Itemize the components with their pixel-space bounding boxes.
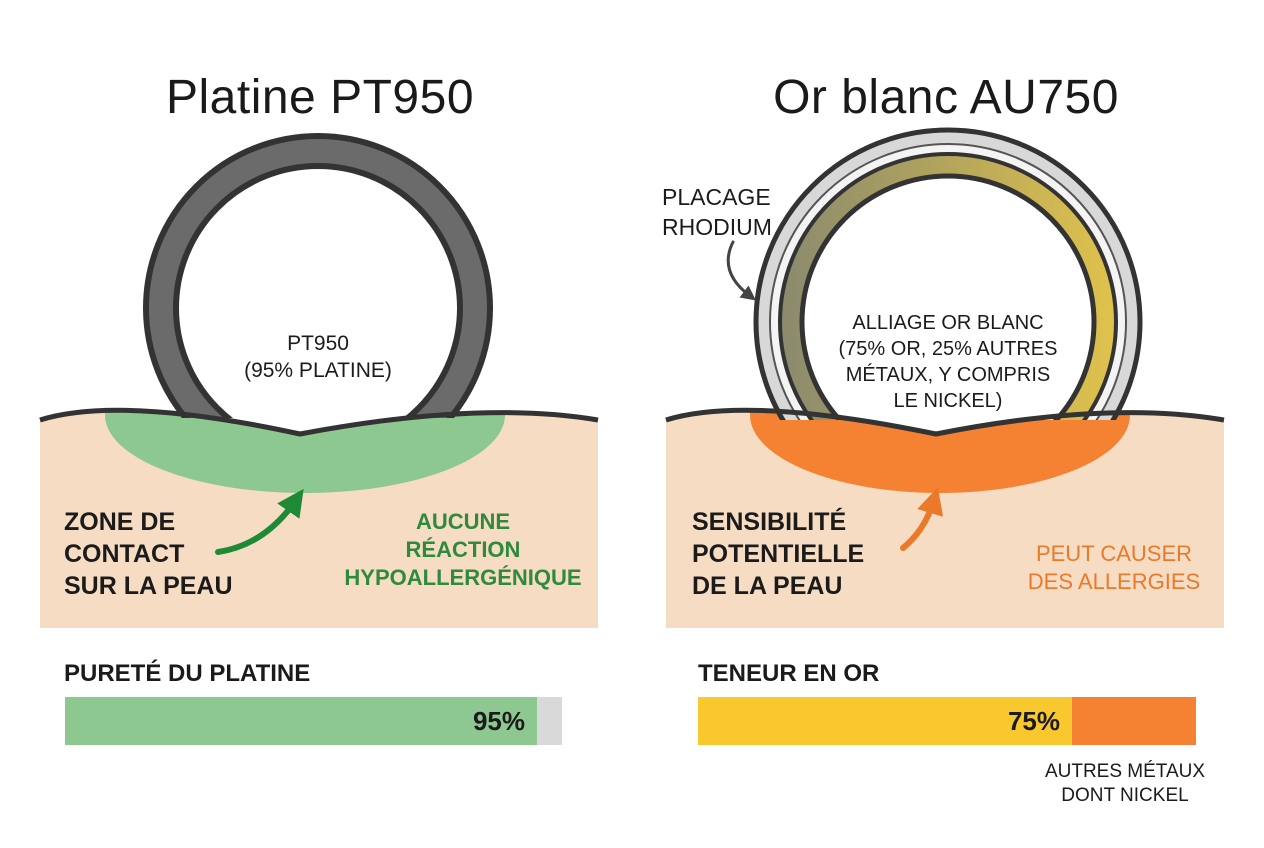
contact-label-line: ZONE DE: [64, 508, 176, 536]
arrow-icon: [726, 240, 756, 301]
gold-bar-value: 75%: [1007, 706, 1060, 736]
purity-bar-value: 95%: [472, 706, 525, 736]
contact-label-line: CONTACT: [64, 540, 185, 568]
arrow-icon: [900, 487, 944, 551]
reaction-label-line: RÉACTION: [405, 537, 521, 562]
plating-label-line: PLACAGE: [662, 184, 771, 210]
skin-surface-right: [665, 407, 1225, 437]
ring-label-line: (75% OR, 25% AUTRES: [838, 338, 1058, 360]
contact-label: ZONE DE CONTACT SUR LA PEAU: [64, 506, 233, 602]
ring-label-line: MÉTAUX, Y COMPRIS: [845, 364, 1051, 386]
purity-bar-fill: [65, 697, 537, 745]
reaction-label: AUCUNE RÉACTION HYPOALLERGÉNIQUE: [338, 508, 588, 592]
plating-label-line: RHODIUM: [662, 214, 772, 240]
ring-label-line: LE NICKEL): [893, 390, 1003, 412]
ring-label-line: ALLIAGE OR BLANC: [852, 312, 1044, 334]
sensitivity-label-line: SENSIBILITÉ: [692, 508, 847, 536]
ring-label-line: (95% PLATINE): [244, 359, 392, 382]
gold-bar: 75%: [698, 697, 1196, 745]
ring-label-line: PT950: [287, 332, 349, 355]
right-title: Or blanc AU750: [773, 71, 1119, 124]
sensitivity-label-line: POTENTIELLE: [692, 540, 865, 568]
arrow-icon: [215, 488, 304, 555]
sensitivity-label-line: DE LA PEAU: [692, 572, 843, 600]
reaction-label-line: HYPOALLERGÉNIQUE: [344, 565, 582, 590]
other-metals-label-line: DONT NICKEL: [1061, 785, 1189, 806]
ring-label-right: ALLIAGE OR BLANC (75% OR, 25% AUTRES MÉT…: [798, 310, 1098, 414]
skin-surface-left: [39, 407, 599, 437]
other-metals-label-line: AUTRES MÉTAUX: [1044, 761, 1206, 782]
allergy-label: PEUT CAUSER DES ALLERGIES: [1004, 540, 1224, 596]
contact-label-line: SUR LA PEAU: [64, 572, 233, 600]
white-gold-ring: [753, 127, 1143, 420]
purity-bar: 95%: [65, 697, 562, 745]
left-title: Platine PT950: [165, 71, 475, 124]
gold-bar-title: TENEUR EN OR: [698, 660, 880, 687]
reaction-label-line: AUCUNE: [415, 509, 511, 534]
ring-label-left: PT950 (95% PLATINE): [218, 330, 418, 384]
platinum-ring: [143, 133, 493, 418]
sensitivity-label: SENSIBILITÉ POTENTIELLE DE LA PEAU: [692, 506, 864, 602]
other-metals-label: AUTRES MÉTAUX DONT NICKEL: [1020, 760, 1230, 808]
allergy-label-line: PEUT CAUSER: [1035, 541, 1193, 566]
plating-label: PLACAGE RHODIUM: [662, 182, 772, 242]
allergy-label-line: DES ALLERGIES: [1027, 569, 1201, 594]
gold-bar-fill: [698, 697, 1072, 745]
purity-bar-title: PURETÉ DU PLATINE: [64, 660, 311, 687]
